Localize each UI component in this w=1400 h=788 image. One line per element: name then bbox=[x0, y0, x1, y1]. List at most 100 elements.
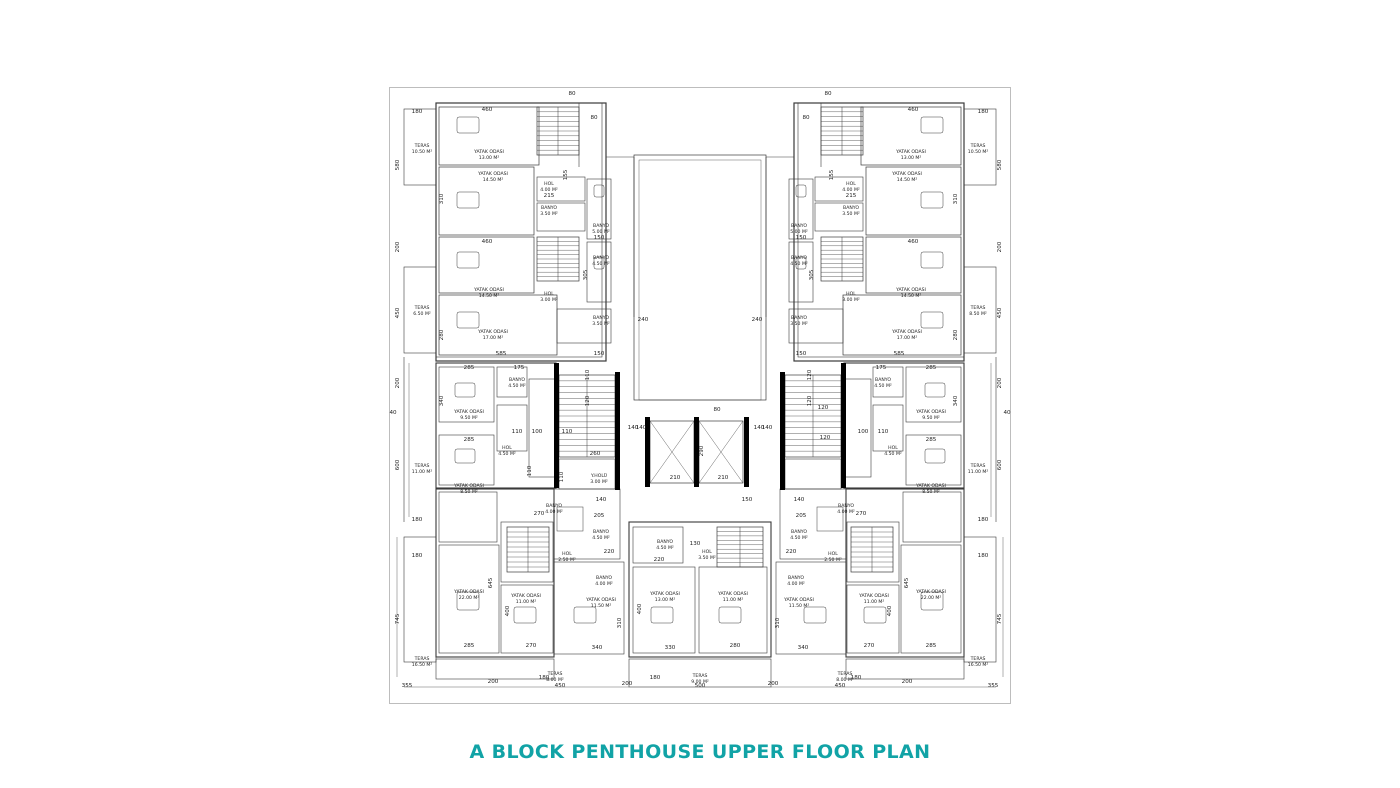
left-room-name: BANYO bbox=[593, 529, 609, 535]
left-room-name: YATAK ODASI bbox=[477, 171, 508, 177]
core-wall bbox=[645, 417, 650, 487]
core-wall bbox=[841, 363, 846, 488]
left-room-name: YATAK ODASI bbox=[585, 597, 616, 603]
dimension-label: 215 bbox=[544, 193, 555, 199]
dimension-label: 450 bbox=[555, 683, 566, 689]
dimension-label: 400 bbox=[505, 605, 511, 616]
dimension-label: 150 bbox=[594, 351, 605, 357]
bathroom-4 bbox=[788, 308, 844, 344]
dimension-label: 460 bbox=[482, 239, 493, 245]
center-terrace bbox=[628, 658, 772, 688]
dimension-label: 200 bbox=[768, 681, 779, 687]
center-bathroom bbox=[632, 526, 684, 564]
toilet-fixture bbox=[593, 184, 605, 198]
right-room-name: BANYO bbox=[791, 223, 807, 229]
dimension-label: 745 bbox=[997, 613, 1003, 624]
left-room-area: 3.50 M² bbox=[592, 321, 610, 327]
bed-fixture bbox=[573, 606, 597, 624]
left-room-area: 14.50 M² bbox=[483, 177, 504, 183]
left-room-area: 3.00 M² bbox=[540, 297, 558, 303]
right-room-area: 22.00 M² bbox=[921, 595, 942, 601]
bedroom-2 bbox=[865, 166, 962, 236]
right-room-area: 4.50 M² bbox=[874, 383, 892, 389]
left-room-name: YATAK ODASI bbox=[473, 149, 504, 155]
dimension-label: 100 bbox=[532, 429, 543, 435]
bed-fixture bbox=[718, 606, 742, 624]
terrace-lower bbox=[963, 536, 997, 663]
hall-2 bbox=[872, 404, 904, 452]
dimension-label: 450 bbox=[395, 307, 401, 318]
dimension-label: 310 bbox=[953, 193, 959, 204]
bed-fixture bbox=[803, 606, 827, 624]
bed-fixture bbox=[920, 116, 944, 134]
center-room-area: 9.00 M² bbox=[691, 679, 709, 685]
dimension-label: 400 bbox=[887, 605, 893, 616]
center-room-name: TERAS bbox=[692, 673, 708, 679]
dimension-label: 175 bbox=[514, 365, 525, 371]
center-bedroom-1 bbox=[632, 566, 696, 654]
bed-fixture bbox=[456, 191, 480, 209]
dimension-label: 285 bbox=[926, 437, 937, 443]
left-room-name: YATAK ODASI bbox=[453, 589, 484, 595]
right-room-area: 11.50 M² bbox=[789, 603, 810, 609]
dimension-label: 110 bbox=[878, 429, 889, 435]
bedroom-3 bbox=[865, 236, 962, 294]
left-room-area: 3.50 M² bbox=[540, 211, 558, 217]
dimension-label: 460 bbox=[908, 239, 919, 245]
right-room-name: HOL bbox=[888, 445, 898, 451]
right-room-area: 17.00 M² bbox=[897, 335, 918, 341]
bedroom-master bbox=[900, 544, 962, 654]
right-room-name: TERAS bbox=[970, 656, 986, 662]
bedroom-6 bbox=[905, 434, 962, 486]
dimension-label: 340 bbox=[798, 645, 809, 651]
toilet-fixture bbox=[795, 256, 807, 270]
left-room-area: 5.00 M² bbox=[592, 229, 610, 235]
core-wall-2 bbox=[780, 372, 785, 490]
right-room-name: YATAK ODASI bbox=[895, 287, 926, 293]
left-room-name: TERAS bbox=[414, 305, 430, 311]
dimension-label: 80 bbox=[824, 91, 832, 97]
dimension-label: 80 bbox=[568, 91, 576, 97]
dimension-label: 150 bbox=[594, 235, 605, 241]
dimension-label: 140 bbox=[628, 425, 639, 431]
elevator-cross bbox=[698, 420, 744, 484]
left-room-area: 4.50 M² bbox=[508, 383, 526, 389]
wing-outer-wall bbox=[793, 102, 965, 362]
middle-outer-wall bbox=[843, 362, 965, 489]
terrace-bottom bbox=[845, 658, 965, 680]
right-room-name: TERAS bbox=[970, 143, 986, 149]
right-room-name: BANYO bbox=[843, 205, 859, 211]
terrace-bottom bbox=[435, 658, 555, 680]
dimension-label: 645 bbox=[488, 577, 494, 588]
left-room-name: Y.HOLÜ bbox=[590, 472, 607, 479]
bedroom-9 bbox=[553, 561, 625, 655]
right-room-name: BANYO bbox=[791, 255, 807, 261]
left-room-area: 8.00 M² bbox=[546, 677, 564, 683]
right-room-area: 4.00 M² bbox=[842, 187, 860, 193]
left-room-area: 4.50 M² bbox=[498, 451, 516, 457]
dimension-label: 400 bbox=[637, 603, 643, 614]
left-room-area: 13.00 M² bbox=[479, 155, 500, 161]
center-unit-wall bbox=[628, 521, 772, 658]
bed-fixture bbox=[513, 606, 537, 624]
right-room-name: YATAK ODASI bbox=[915, 409, 946, 415]
right-room-area: 4.50 M² bbox=[884, 451, 902, 457]
dimension-label: 120 bbox=[585, 395, 591, 406]
bathroom bbox=[536, 202, 586, 232]
dimension-label: 130 bbox=[690, 541, 701, 547]
bathroom-7 bbox=[816, 506, 844, 532]
right-room-name: YATAK ODASI bbox=[783, 597, 814, 603]
plan-title: A BLOCK PENTHOUSE UPPER FLOOR PLAN bbox=[469, 741, 931, 763]
right-room-area: 8.50 M² bbox=[922, 489, 940, 495]
dimension-label: 285 bbox=[926, 643, 937, 649]
right-room-name: YATAK ODASI bbox=[858, 593, 889, 599]
right-room-area: 8.00 M² bbox=[836, 677, 854, 683]
dimension-label: 140 bbox=[596, 497, 607, 503]
corridor bbox=[528, 378, 556, 478]
left-room-area: 17.00 M² bbox=[483, 335, 504, 341]
dimension-label: 180 bbox=[978, 553, 989, 559]
right-room-area: 11.00 M² bbox=[968, 469, 989, 475]
core-wall bbox=[554, 363, 559, 488]
right-room-name: HOL bbox=[828, 551, 838, 557]
bedroom-6 bbox=[438, 434, 495, 486]
